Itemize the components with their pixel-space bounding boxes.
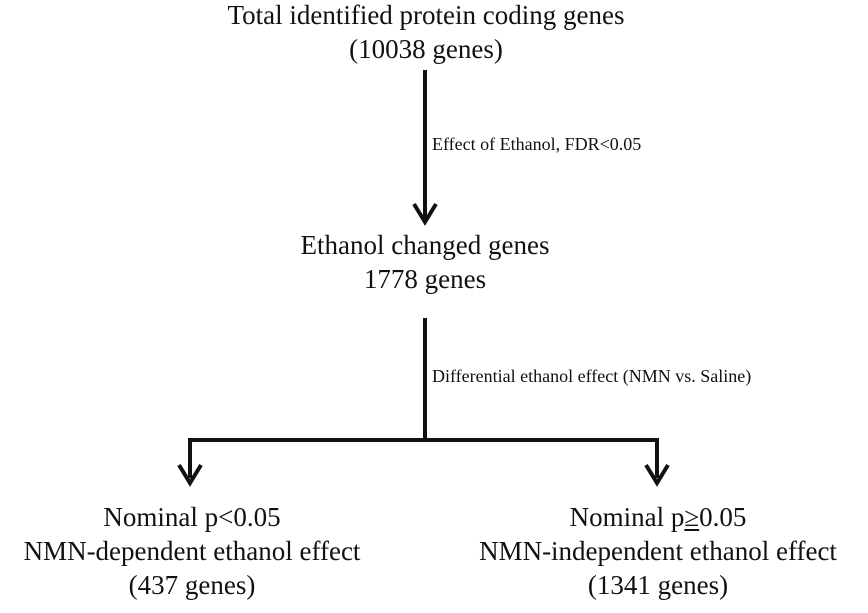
node-nmn-dependent: Nominal p<0.05 NMN-dependent ethanol eff…	[0, 500, 384, 602]
edge-label-ethanol-effect: Effect of Ethanol, FDR<0.05	[432, 134, 642, 154]
greater-equal-symbol: ≥	[684, 502, 700, 532]
node-dependent-title: NMN-dependent ethanol effect	[23, 536, 361, 566]
node-total-genes: Total identified protein coding genes (1…	[184, 0, 668, 66]
node-independent-threshold: Nominal p≥0.05	[452, 500, 864, 534]
node-nmn-independent: Nominal p≥0.05 NMN-independent ethanol e…	[452, 500, 864, 602]
node-ethanol-count: 1778 genes	[363, 264, 487, 294]
node-independent-count: (1341 genes)	[587, 570, 729, 600]
node-dependent-count: (437 genes)	[128, 570, 256, 600]
edge-label-differential-effect: Differential ethanol effect (NMN vs. Sal…	[432, 366, 752, 386]
threshold-prefix: Nominal p	[569, 502, 685, 532]
node-total-count: (10038 genes)	[349, 34, 503, 64]
arrow-total-to-ethanol-head	[412, 202, 438, 226]
node-dependent-threshold: Nominal p<0.05	[103, 502, 281, 532]
node-total-title: Total identified protein coding genes	[227, 0, 625, 30]
node-independent-title: NMN-independent ethanol effect	[479, 536, 837, 566]
node-ethanol-changed: Ethanol changed genes 1778 genes	[258, 228, 592, 296]
node-ethanol-title: Ethanol changed genes	[300, 230, 550, 260]
threshold-value: 0.05	[699, 502, 747, 532]
arrow-right-branch-head	[644, 463, 670, 487]
arrow-left-branch-head	[177, 463, 203, 487]
